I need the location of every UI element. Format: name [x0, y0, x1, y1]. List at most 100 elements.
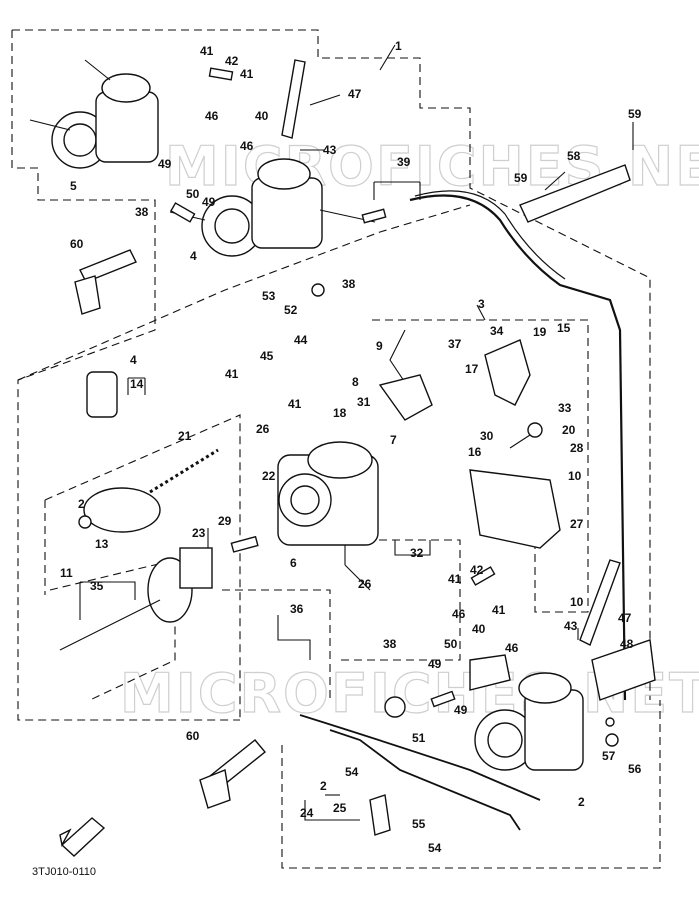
callout-50: 50 [186, 187, 200, 201]
callout-labels: 1222344567891010111314151617181920212223… [60, 39, 642, 855]
callout-51: 51 [412, 731, 426, 745]
carb-5 [29, 59, 159, 169]
callout-46-2: 46 [240, 139, 254, 153]
callout-41-2: 41 [240, 67, 254, 81]
callout-41-5: 41 [448, 572, 462, 586]
callout-48: 48 [620, 637, 634, 651]
callout-43: 43 [323, 143, 337, 157]
callout-47: 47 [348, 87, 362, 101]
callout-49: 49 [158, 157, 172, 171]
callout-33: 33 [558, 401, 572, 415]
carb-main [277, 441, 379, 546]
assembly-boundary-3 [372, 319, 589, 613]
callout-6: 6 [290, 556, 297, 570]
callout-24: 24 [300, 806, 314, 820]
callout-2-3: 2 [578, 795, 585, 809]
callout-41-6: 41 [492, 603, 506, 617]
callout-32: 32 [410, 546, 424, 560]
callout-22: 22 [262, 469, 276, 483]
callout-15: 15 [557, 321, 571, 335]
callout-21: 21 [178, 429, 192, 443]
callout-60-2: 60 [186, 729, 200, 743]
callout-27: 27 [570, 517, 584, 531]
hose-47-bottom [579, 559, 621, 646]
callout-41-3: 41 [225, 367, 239, 381]
callout-17: 17 [465, 362, 479, 376]
callout-59-2: 59 [628, 107, 642, 121]
assembly-boundary-1 [11, 29, 651, 721]
callout-14: 14 [130, 377, 144, 391]
callout-41: 41 [200, 44, 214, 58]
callout-26-2: 26 [358, 577, 372, 591]
callout-2-2: 2 [320, 779, 327, 793]
callout-38: 38 [135, 205, 149, 219]
callout-47-2: 47 [618, 611, 632, 625]
callout-35: 35 [90, 579, 104, 593]
callout-46-3: 46 [452, 607, 466, 621]
callout-54: 54 [345, 765, 359, 779]
callout-55: 55 [412, 817, 426, 831]
callout-49-3: 49 [428, 657, 442, 671]
callout-7: 7 [390, 433, 397, 447]
hose-47-top [281, 59, 306, 139]
callout-11: 11 [60, 566, 73, 580]
callout-46-4: 46 [505, 641, 519, 655]
callout-57: 57 [602, 749, 616, 763]
callout-42-2: 42 [470, 563, 484, 577]
callout-25: 25 [333, 801, 347, 815]
callout-19: 19 [533, 325, 547, 339]
callout-13: 13 [95, 537, 109, 551]
callout-31: 31 [357, 395, 371, 409]
callout-40: 40 [255, 109, 269, 123]
callout-37: 37 [448, 337, 462, 351]
callout-30: 30 [480, 429, 494, 443]
carb-2 [474, 672, 584, 771]
callout-50-2: 50 [444, 637, 458, 651]
callout-49-4: 49 [454, 703, 468, 717]
callout-56: 56 [628, 762, 642, 776]
callout-41-4: 41 [288, 397, 302, 411]
callout-43-2: 43 [564, 619, 578, 633]
callout-10: 10 [568, 469, 582, 483]
diagram-code: 3TJ010-0110 [32, 866, 96, 878]
callout-2: 2 [78, 497, 85, 511]
leader-lines [79, 44, 634, 821]
callout-9: 9 [376, 339, 383, 353]
assembly-boundary-inner [44, 414, 461, 720]
callout-54-2: 54 [428, 841, 442, 855]
callout-60: 60 [70, 237, 84, 251]
callout-20: 20 [562, 423, 576, 437]
callout-4: 4 [130, 353, 137, 367]
callout-5: 5 [70, 179, 77, 193]
callout-3: 3 [478, 297, 485, 311]
callout-28: 28 [570, 441, 584, 455]
callout-44: 44 [294, 333, 308, 347]
carb-4 [169, 158, 376, 257]
callout-34: 34 [490, 324, 504, 338]
callout-46: 46 [205, 109, 219, 123]
callout-36: 36 [290, 602, 304, 616]
callout-8: 8 [352, 375, 359, 389]
callout-10-2: 10 [570, 595, 584, 609]
callout-18: 18 [333, 406, 347, 420]
hose-60-top [79, 249, 137, 283]
callout-42: 42 [225, 54, 239, 68]
callout-58: 58 [567, 149, 581, 163]
sub-parts [59, 67, 656, 836]
callout-38-2: 38 [342, 277, 356, 291]
assembly-boundary-2 [281, 700, 661, 869]
callout-49-2: 49 [202, 195, 216, 209]
callout-4-2: 4 [190, 249, 197, 263]
callout-16: 16 [468, 445, 482, 459]
callout-1: 1 [395, 39, 402, 53]
front-arrow-icon [59, 817, 106, 857]
callout-38-3: 38 [383, 637, 397, 651]
callout-29: 29 [218, 514, 232, 528]
callout-45: 45 [260, 349, 274, 363]
callout-26: 26 [256, 422, 270, 436]
callout-39: 39 [397, 155, 411, 169]
callout-59: 59 [514, 171, 528, 185]
callout-40-2: 40 [472, 622, 486, 636]
